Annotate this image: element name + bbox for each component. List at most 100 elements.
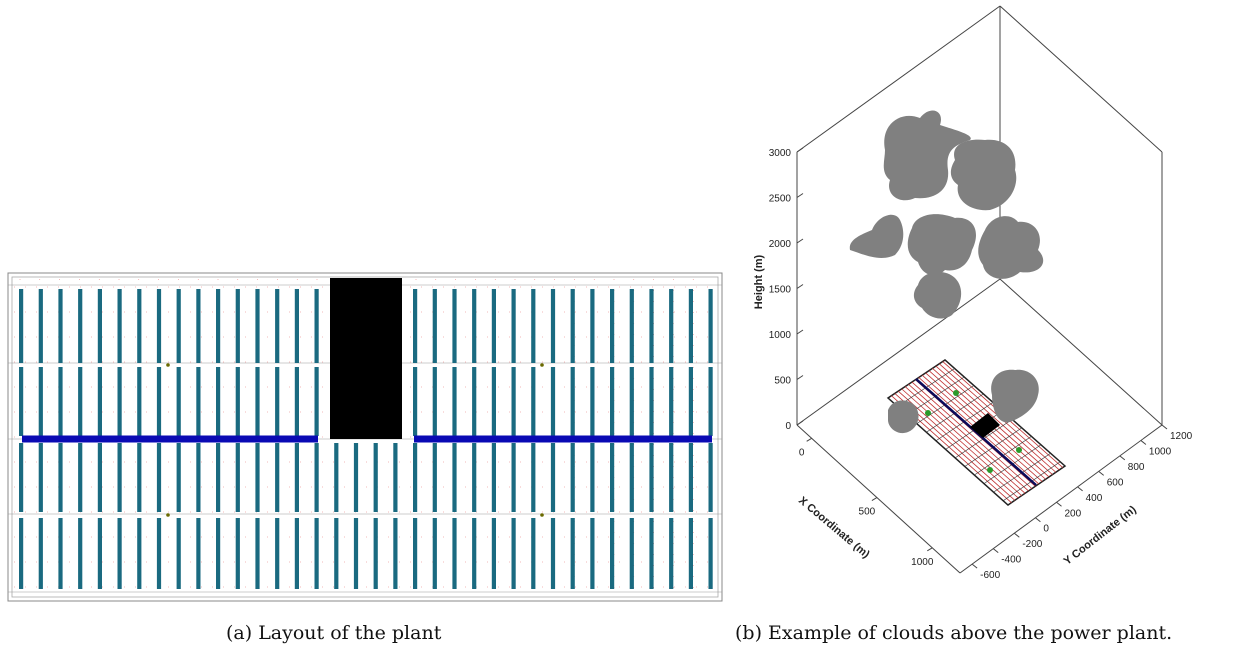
panel-row	[610, 518, 615, 589]
y-tick-mark	[1035, 517, 1041, 523]
y-tick-mark	[1014, 532, 1020, 538]
y-tick-mark	[992, 548, 999, 554]
cloud-4	[907, 214, 976, 276]
panel-row	[413, 289, 418, 363]
z-tick-label: 1000	[769, 330, 792, 341]
panel-row	[649, 443, 654, 512]
x-tick-mark	[871, 497, 878, 501]
panel-row	[669, 367, 674, 436]
layout-marker	[166, 513, 170, 517]
panel-row	[216, 443, 221, 512]
panel-row	[708, 367, 713, 436]
panel-row	[78, 518, 83, 589]
panel-row	[531, 443, 536, 512]
cloud-8	[888, 400, 919, 434]
z-tick-mark	[796, 375, 804, 380]
x-tick-mark	[806, 437, 812, 442]
panel-row	[97, 289, 102, 363]
panel-row	[669, 443, 674, 512]
z-tick-label: 2000	[769, 239, 792, 250]
panel-row	[156, 367, 162, 436]
panel-row	[452, 443, 457, 512]
panel-row	[570, 443, 575, 512]
caption-a: (a) Layout of the plant	[226, 622, 442, 644]
panel-row	[275, 518, 280, 589]
panel-row	[216, 367, 221, 436]
panel-row	[334, 443, 339, 512]
panel-row	[97, 443, 102, 512]
panel-row	[137, 289, 142, 363]
panel-row	[19, 289, 24, 363]
panel-row	[432, 443, 437, 512]
panel-row	[137, 443, 142, 512]
panel-row	[590, 518, 595, 589]
cloud-6	[913, 271, 962, 319]
panel-row	[590, 367, 595, 436]
y-tick-label: 800	[1128, 462, 1145, 473]
panel-row	[550, 289, 556, 363]
panel-row	[117, 443, 122, 512]
panel-row	[531, 518, 536, 589]
panel-row	[216, 518, 221, 589]
panel-row	[58, 367, 63, 436]
panel-row	[38, 367, 43, 436]
plant-3d-row	[897, 390, 1019, 499]
clouds-3d-plot: Height (m) X Coordinate (m) Y Coordinate…	[753, 5, 1193, 581]
panel-row	[97, 367, 102, 436]
panel-row	[511, 443, 516, 512]
panel-row	[629, 518, 634, 589]
panel-row	[255, 518, 260, 589]
panel-row	[511, 289, 516, 363]
panel-row	[610, 367, 615, 436]
panel-row	[334, 518, 339, 589]
panel-row	[216, 289, 221, 363]
y-tick-mark	[1056, 501, 1062, 507]
z-tick-label: 500	[774, 376, 791, 387]
layout-inner-border	[11, 276, 719, 598]
y-tick-label: 600	[1107, 477, 1124, 488]
panel-row	[649, 289, 654, 363]
cloud-5	[978, 216, 1044, 279]
plant-3d-row	[935, 365, 1057, 473]
panel-row	[196, 289, 201, 363]
panel-row	[156, 289, 162, 363]
z-tick-mark	[796, 420, 804, 426]
panel-row	[570, 367, 575, 436]
panel-row	[688, 289, 693, 363]
panel-row	[491, 367, 496, 436]
panel-row	[235, 367, 240, 436]
panel-row	[176, 443, 181, 512]
panel-row	[472, 443, 477, 512]
panel-row	[629, 289, 634, 363]
panel-row	[314, 443, 319, 512]
panel-row	[314, 289, 319, 363]
panel-row	[590, 443, 595, 512]
panel-row	[531, 367, 536, 436]
panel-row	[176, 289, 181, 363]
layout-marker	[540, 513, 544, 517]
panel-row	[688, 367, 693, 436]
y-tick-label: -200	[1022, 539, 1042, 550]
panel-row	[255, 443, 260, 512]
y-tick-mark	[1119, 455, 1126, 461]
y-tick-mark	[1077, 486, 1083, 492]
panel-row	[708, 443, 713, 512]
panel-row	[196, 443, 201, 512]
cloud-2	[950, 139, 1017, 211]
panel-row	[669, 289, 674, 363]
panel-row	[393, 443, 398, 512]
panel-row	[294, 443, 299, 512]
plant-3d-row	[908, 384, 1029, 492]
panel-row	[314, 518, 319, 589]
panel-row	[156, 443, 162, 512]
y-tick-label: 1000	[1149, 446, 1172, 457]
panel-row	[58, 289, 63, 363]
z-tick-mark	[796, 147, 804, 153]
panel-row	[176, 367, 181, 436]
panel-row	[58, 443, 63, 512]
z-tick-mark	[796, 238, 804, 244]
panel-row	[669, 518, 674, 589]
panel-row	[255, 367, 260, 436]
panel-row	[452, 518, 457, 589]
